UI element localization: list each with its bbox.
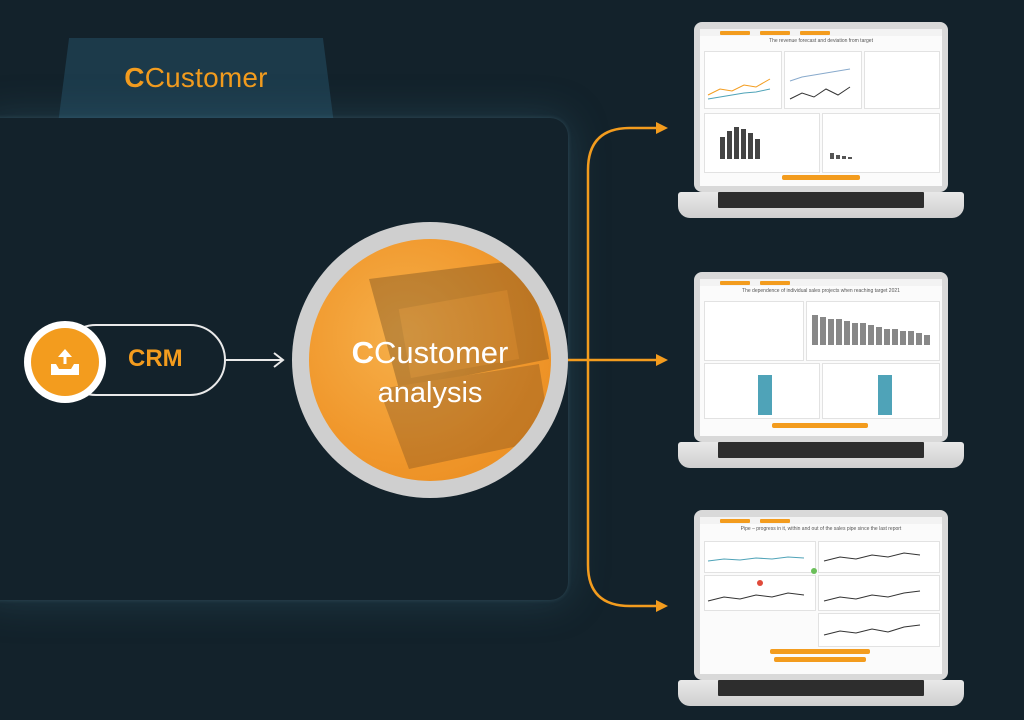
inbox-upload-icon [51,349,79,375]
dashboard-title: Pipe – progress in it, within and out of… [740,526,902,532]
laptop-photo-overlay [369,259,551,469]
analysis-subtitle: analysis [377,377,483,409]
arrow-to-analysis [226,352,285,368]
dashboard-screen: The revenue forecast and deviation from … [700,29,942,186]
crm-label: CRM [128,345,183,372]
crm-icon-badge [24,321,106,403]
laptop-sales-projects: The dependence of individual sales proje… [678,272,964,472]
dashboard-title: The revenue forecast and deviation from … [769,38,873,44]
dashboard-screen: Pipe – progress in it, within and out of… [700,517,942,674]
branch-arrows [568,122,668,612]
analysis-title: CCustomer [351,335,509,370]
laptop-revenue-forecast: The revenue forecast and deviation from … [678,22,964,222]
brand-title: CCustomer [124,62,268,93]
analysis-image: CCustomer analysis [309,239,551,481]
analysis-circle: CCustomer analysis [292,222,568,498]
laptop-pipe-progress: Pipe – progress in it, within and out of… [678,510,964,710]
folder-tab [58,38,334,124]
dashboard-title: The dependence of individual sales proje… [742,288,900,294]
dashboard-screen: The dependence of individual sales proje… [700,279,942,436]
